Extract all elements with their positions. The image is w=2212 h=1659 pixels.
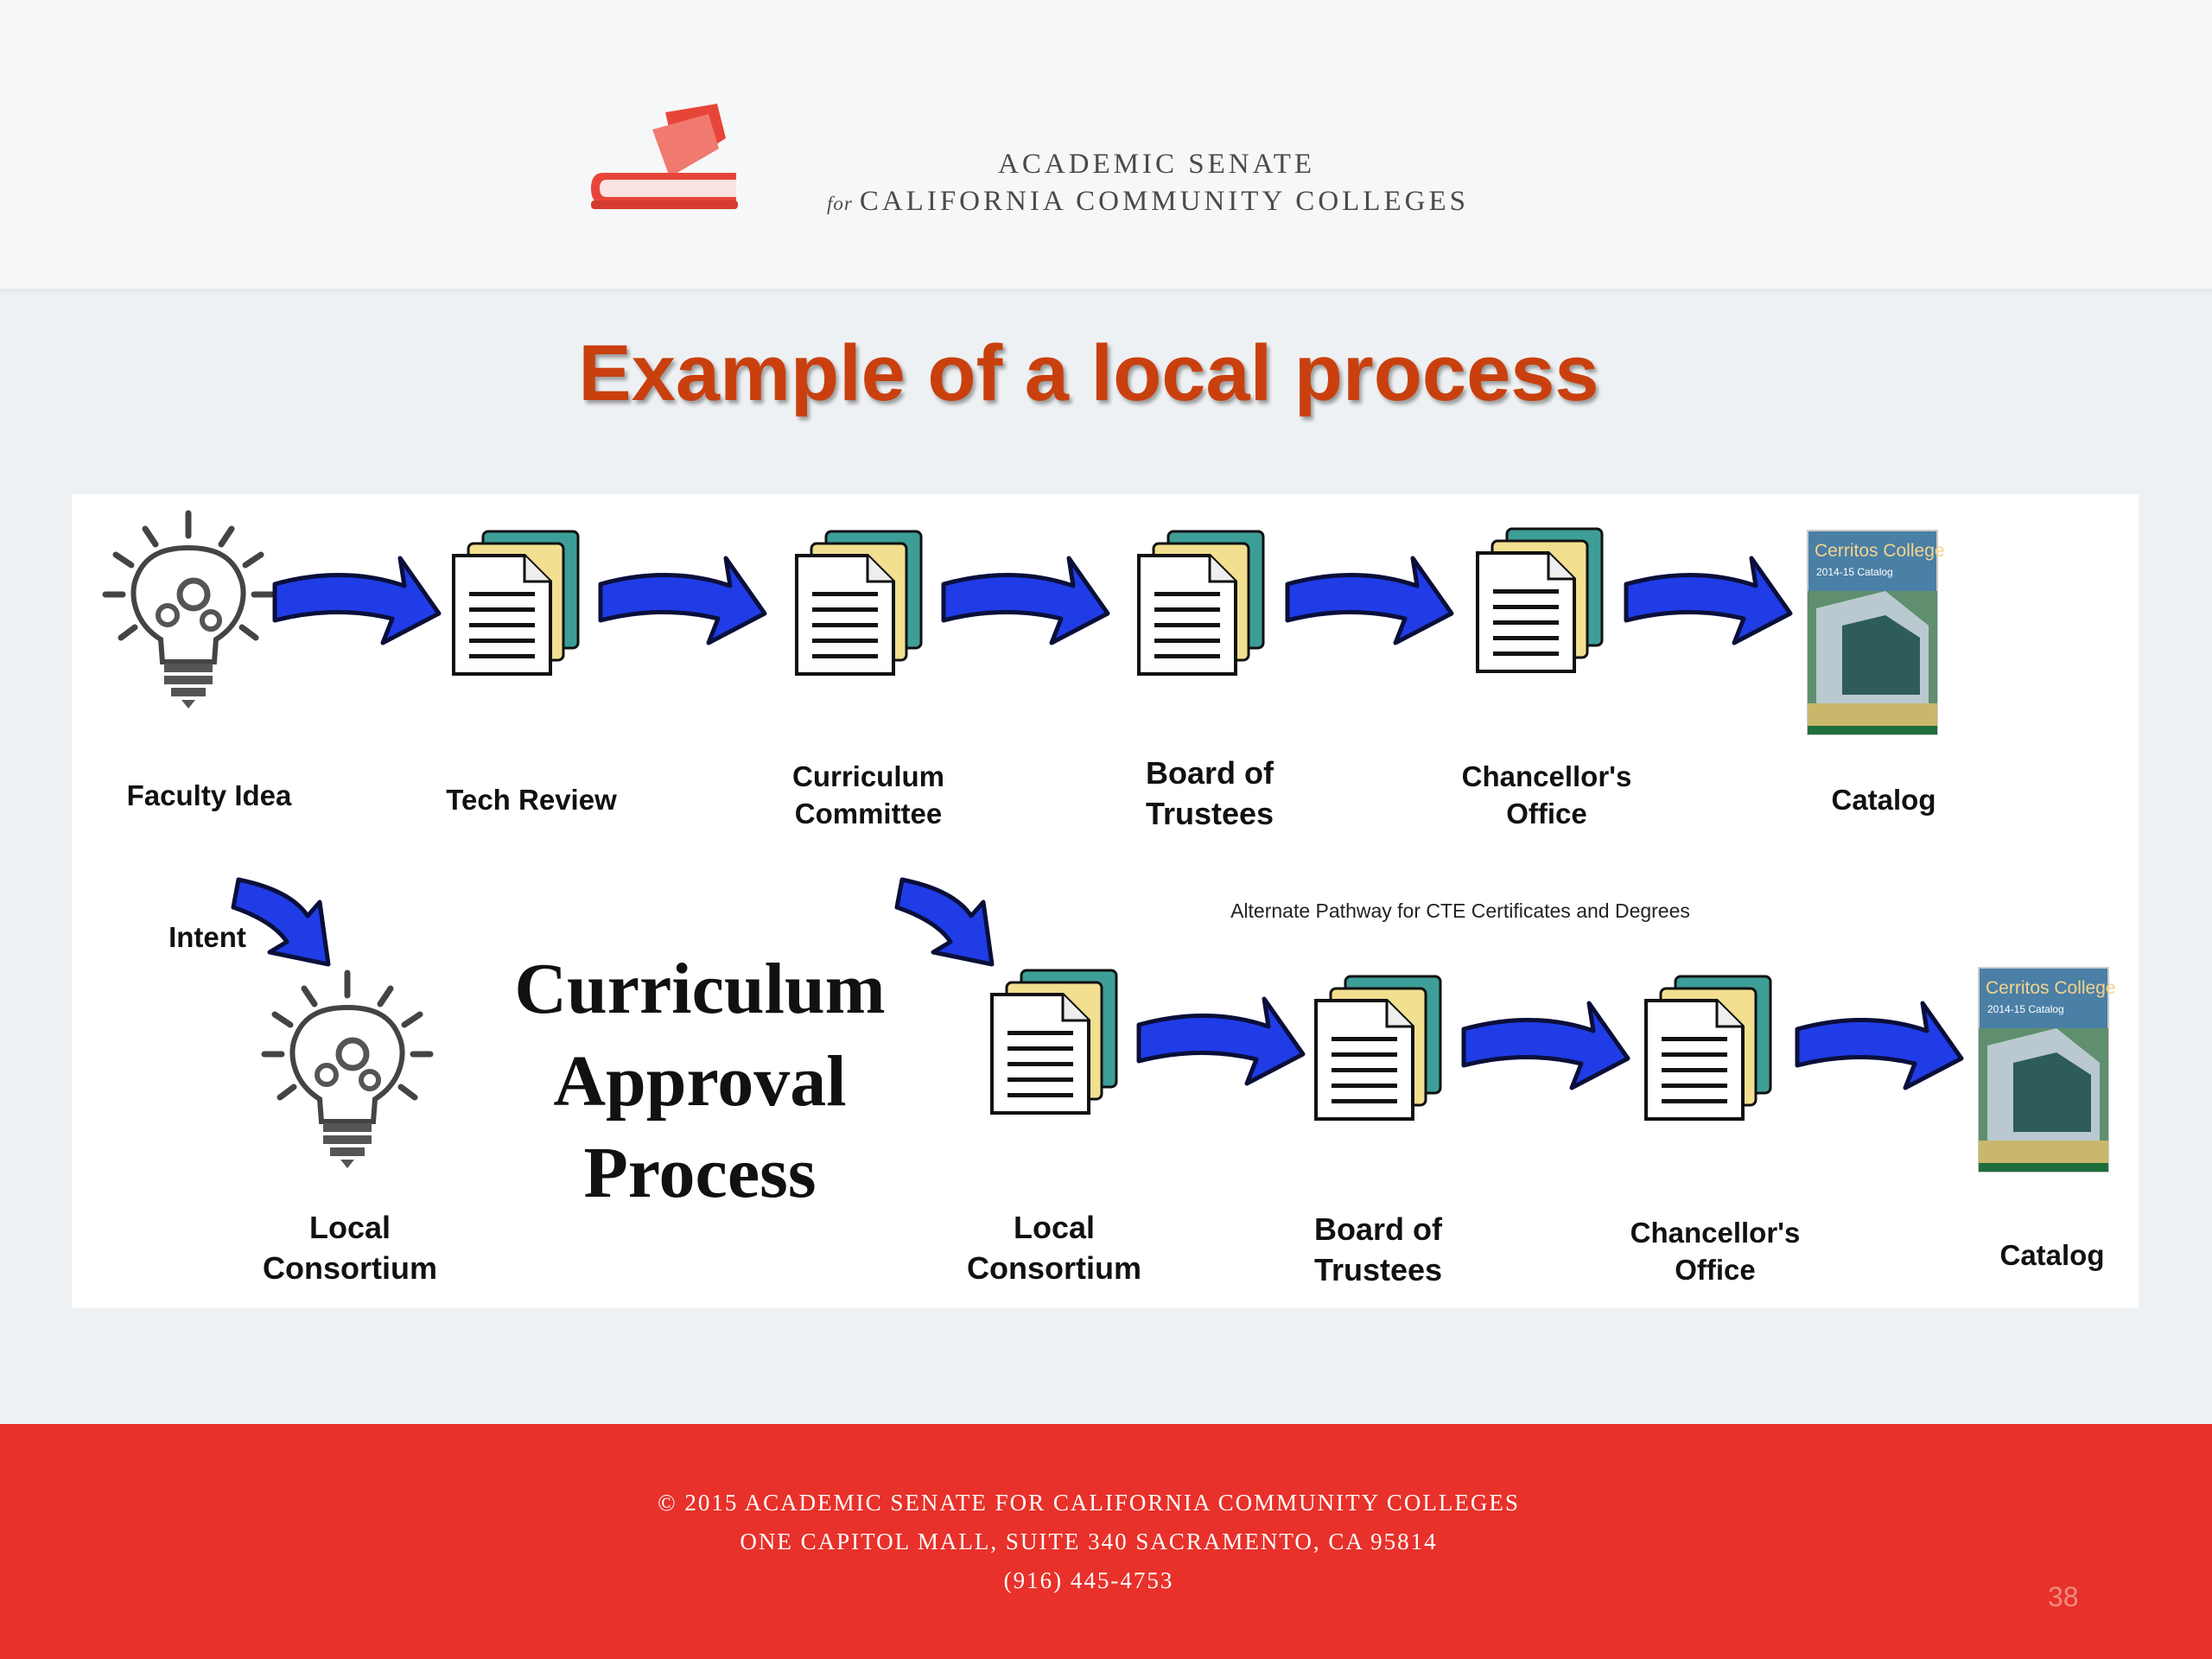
org-name-line2-text: CALIFORNIA COMMUNITY COLLEGES	[859, 186, 1469, 217]
process-title-line2: Approval	[553, 1040, 847, 1122]
org-name-line2: for CALIFORNIA COMMUNITY COLLEGES	[827, 186, 1469, 218]
catalog-cover-year: 2014-15 Catalog	[1816, 566, 1893, 578]
label-board-of-trustees-2: Board of Trustees	[1313, 1211, 1443, 1287]
label-tech-review: Tech Review	[446, 784, 617, 816]
board-of-trustees-docs-icon-2	[1314, 975, 1442, 1121]
label-intent: Intent	[168, 921, 246, 953]
local-consortium-docs-icon	[990, 969, 1118, 1115]
footer-copyright: © 2015 ACADEMIC SENATE FOR CALIFORNIA CO…	[658, 1490, 1520, 1516]
flow-arrow-icon	[1626, 558, 1790, 643]
label-local-consortium: Local Consortium	[967, 1210, 1141, 1286]
org-for-word: for	[827, 193, 853, 214]
footer-address: ONE CAPITOL MALL, SUITE 340 SACRAMENTO, …	[740, 1529, 1438, 1554]
board-of-trustees-docs-icon	[1137, 530, 1265, 676]
header-band	[0, 0, 2212, 290]
chancellors-office-docs-icon-2	[1644, 975, 1772, 1121]
label-chancellors-office: Chancellor's Office	[1461, 760, 1632, 830]
flow-arrow-icon	[1139, 999, 1303, 1084]
flow-arrow-icon	[275, 558, 439, 643]
book-logo-icon	[591, 104, 738, 209]
label-catalog-2: Catalog	[1999, 1239, 2105, 1271]
label-chancellors-office-2: Chancellor's Office	[1630, 1217, 1801, 1286]
catalog-cover-title: Cerritos College	[1815, 541, 1945, 561]
page-number: 38	[2048, 1581, 2079, 1612]
process-title-line1: Curriculum	[514, 949, 886, 1029]
org-name-line1: ACADEMIC SENATE	[998, 149, 1316, 180]
label-local-consortium-branch: Local Consortium	[263, 1210, 437, 1286]
chancellors-office-docs-icon	[1476, 527, 1604, 673]
flow-arrow-icon	[1287, 558, 1452, 643]
label-faculty-idea: Faculty Idea	[126, 779, 292, 811]
flow-arrow-icon	[1797, 1003, 1961, 1088]
label-catalog: Catalog	[1831, 784, 1936, 816]
catalog-cover-title: Cerritos College	[1986, 978, 2116, 998]
catalog-cover-icon: Cerritos College 2014-15 Catalog	[1807, 530, 1945, 735]
slide-title: Example of a local process	[578, 329, 1599, 417]
label-curriculum-committee: Curriculum Committee	[791, 760, 945, 830]
diagram-panel	[72, 494, 2139, 1308]
tech-review-docs-icon	[452, 530, 580, 676]
flow-arrow-icon	[601, 558, 765, 643]
process-title: Curriculum Approval Process	[484, 944, 916, 1220]
curriculum-committee-docs-icon	[795, 530, 923, 676]
process-title-line3: Process	[583, 1133, 817, 1214]
label-board-of-trustees: Board of Trustees	[1145, 755, 1274, 831]
footer-band	[0, 1424, 2212, 1659]
local-consortium-bulb-icon	[264, 973, 430, 1168]
header-divider	[0, 289, 2212, 294]
alternate-pathway-caption: Alternate Pathway for CTE Certificates a…	[1230, 899, 1690, 922]
faculty-idea-bulb-icon	[105, 513, 271, 709]
catalog-cover-icon-2: Cerritos College 2014-15 Catalog	[1978, 967, 2116, 1173]
flow-arrow-icon	[944, 558, 1108, 643]
flow-arrow-icon	[1464, 1003, 1628, 1088]
catalog-cover-year: 2014-15 Catalog	[1987, 1003, 2064, 1015]
footer-phone: (916) 445-4753	[1003, 1567, 1174, 1593]
